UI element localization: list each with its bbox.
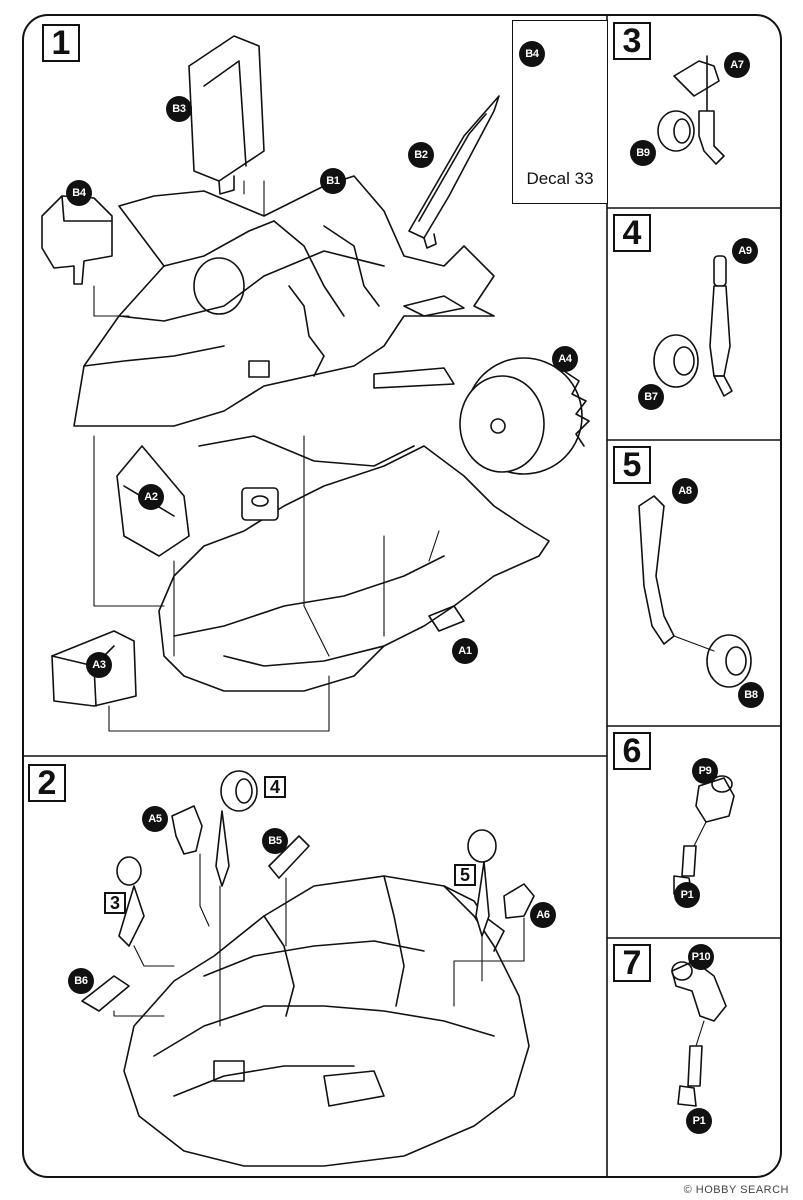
watermark: © HOBBY SEARCH (683, 1184, 789, 1196)
callout-b8: B8 (738, 682, 764, 708)
decal-part-callout: B4 (519, 41, 545, 67)
step-number-3: 3 (613, 22, 651, 60)
callout-p10: P10 (688, 944, 714, 970)
callout-a7: A7 (724, 52, 750, 78)
callout-a5: A5 (142, 806, 168, 832)
callout-a8: A8 (672, 478, 698, 504)
callout-a2: A2 (138, 484, 164, 510)
callout-b7: B7 (638, 384, 664, 410)
step3-gear-drawing (657, 55, 725, 165)
callout-b4: B4 (66, 180, 92, 206)
decal-label: Decal 33 (526, 169, 594, 188)
step-number-1-label: 1 (51, 24, 71, 62)
step1-lower-hull (158, 435, 550, 692)
step6-parts-drawing (673, 775, 735, 897)
step-number-6-label: 6 (622, 732, 642, 770)
callout-p9: P9 (692, 758, 718, 784)
step-number-7: 7 (613, 944, 651, 982)
step1-guide-lines (93, 180, 440, 732)
callout-b2: B2 (408, 142, 434, 168)
callout-b9: B9 (630, 140, 656, 166)
part-b4-drawing (41, 195, 113, 285)
callout-b1: B1 (320, 168, 346, 194)
step-number-5: 5 (613, 446, 651, 484)
step2-small-parts-drawing (81, 770, 535, 1027)
step-number-6: 6 (613, 732, 651, 770)
callout-b5: B5 (262, 828, 288, 854)
callout-p1-step6: P1 (674, 882, 700, 908)
step2-ship-drawing (123, 875, 530, 1167)
instruction-sheet: 1 2 3 4 5 6 7 B4 Decal 33 B3 B4 B2 B1 A4… (22, 14, 782, 1178)
assembly-line-art (24, 16, 780, 1176)
part-b3-drawing (188, 35, 265, 195)
step4-gear-drawing (653, 255, 733, 397)
step-number-3-label: 3 (622, 22, 642, 60)
callout-a1: A1 (452, 638, 478, 664)
callout-a6: A6 (530, 902, 556, 928)
callout-a3: A3 (86, 652, 112, 678)
step-number-1: 1 (42, 24, 80, 62)
step-number-4-label: 4 (622, 214, 642, 252)
callout-b6: B6 (68, 968, 94, 994)
part-b2-drawing (408, 95, 500, 249)
decal-reference-box: B4 Decal 33 (512, 20, 608, 204)
step1-upper-hull (73, 175, 495, 427)
callout-p1-step7: P1 (686, 1108, 712, 1134)
callout-a4: A4 (552, 346, 578, 372)
step7-parts-drawing (671, 960, 727, 1107)
step-ref-4: 4 (264, 776, 286, 798)
step-number-2: 2 (28, 764, 66, 802)
step-number-7-label: 7 (622, 944, 642, 982)
step-ref-5: 5 (454, 864, 476, 886)
callout-b3: B3 (166, 96, 192, 122)
part-a4-drawing (459, 357, 590, 475)
step5-gear-drawing (638, 495, 752, 688)
step-ref-3: 3 (104, 892, 126, 914)
step-number-4: 4 (613, 214, 651, 252)
step-number-2-label: 2 (37, 764, 57, 802)
callout-a9: A9 (732, 238, 758, 264)
step-number-5-label: 5 (622, 446, 642, 484)
